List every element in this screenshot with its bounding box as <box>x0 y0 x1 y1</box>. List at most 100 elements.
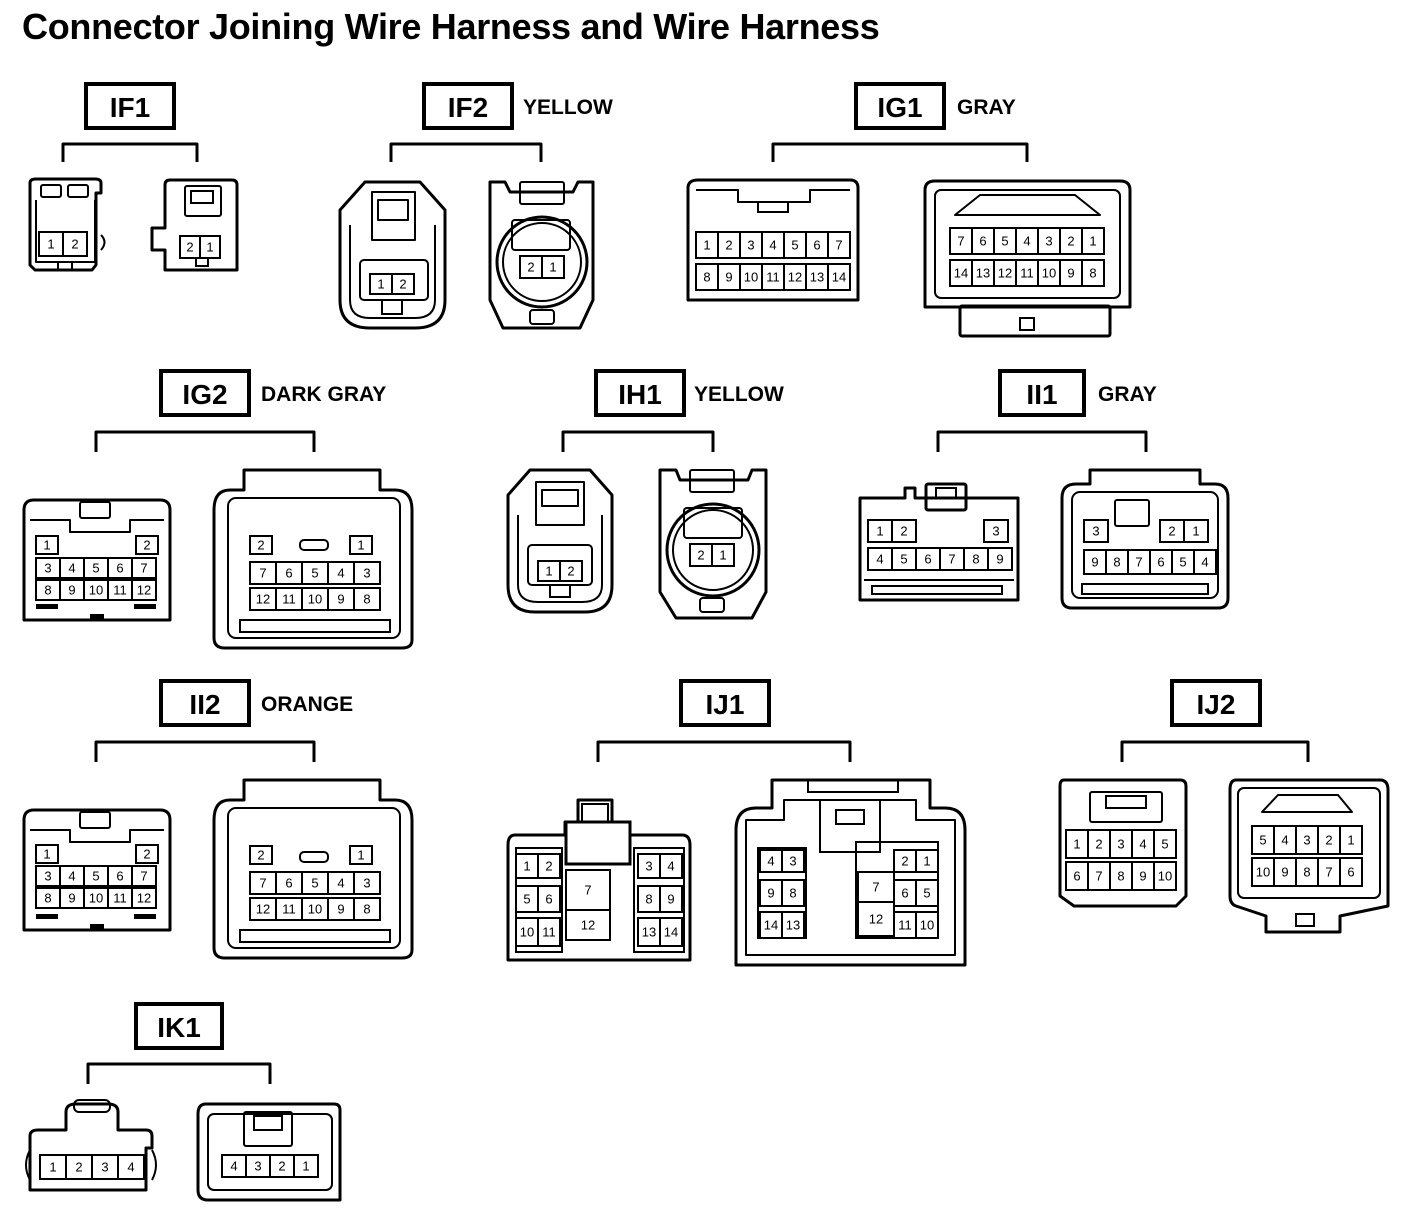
pin-cell: 1 <box>369 273 393 295</box>
connector-header-ij2: IJ2 <box>1120 679 1310 762</box>
pin-cell: 8 <box>695 263 719 291</box>
key <box>57 261 73 271</box>
pin-box <box>1183 519 1209 543</box>
pin-cell: 4 <box>1131 829 1155 859</box>
pin-cell: 14 <box>759 911 783 939</box>
pin-box <box>349 535 373 555</box>
pin-number: 6 <box>979 234 986 249</box>
pin-number: 2 <box>257 538 264 553</box>
pin-cell: 6 <box>107 557 133 579</box>
pin-cell: 13 <box>781 911 805 939</box>
pin-box <box>857 901 895 937</box>
inner-wall <box>1237 787 1381 899</box>
pin-cell: 7 <box>249 871 277 895</box>
latch <box>564 820 632 866</box>
pin-number: 12 <box>256 592 270 607</box>
pin-cell: 10 <box>83 579 109 601</box>
pin-cell: 4 <box>117 1154 145 1180</box>
base-rail <box>871 585 1003 595</box>
pin-number: 2 <box>399 277 406 292</box>
pin-cell: 9 <box>717 263 741 291</box>
top-rail <box>807 779 899 793</box>
pin-cell: 1 <box>349 845 373 865</box>
pin-number: 7 <box>584 883 591 898</box>
pin-cell: 12 <box>249 897 277 921</box>
pin-cell: 1 <box>38 231 64 257</box>
pin-number: 13 <box>810 270 824 285</box>
pin-number: 9 <box>337 902 344 917</box>
pin-cell: 5 <box>1153 829 1177 859</box>
pin-number: 5 <box>1161 837 1168 852</box>
pin-number: 8 <box>1089 266 1096 281</box>
pin-number: 6 <box>1347 865 1354 880</box>
pin-number: 8 <box>972 552 979 567</box>
inner-wall <box>745 799 956 956</box>
pin-number: 1 <box>377 277 384 292</box>
pin-cell: 1 <box>349 535 373 555</box>
connector-label-box <box>1170 679 1262 727</box>
connector-id: IF2 <box>448 92 488 123</box>
pin-number: 8 <box>44 583 51 598</box>
pin-number: 6 <box>116 561 123 576</box>
pin-number: 3 <box>747 238 754 253</box>
pin-number: 4 <box>876 552 883 567</box>
pin-number: 4 <box>230 1159 237 1174</box>
lock-arm <box>184 185 222 217</box>
pin-box <box>987 547 1013 571</box>
pin-cell: 10 <box>739 263 763 291</box>
pin-box <box>131 579 157 601</box>
pin-number: 11 <box>766 270 780 285</box>
pin-number: 7 <box>259 566 266 581</box>
pin-number: 7 <box>872 880 879 895</box>
pin-number: 2 <box>143 538 150 553</box>
pin-number: 12 <box>137 583 151 598</box>
pin-cell: 9 <box>1083 549 1107 575</box>
connector-label-box <box>159 369 251 417</box>
pin-box <box>135 535 159 555</box>
pin-cell: 2 <box>135 844 159 864</box>
pin-number: 1 <box>49 1160 56 1175</box>
pin-cell: 2 <box>891 519 917 543</box>
pin-number: 8 <box>703 270 710 285</box>
pin-number: 8 <box>363 592 370 607</box>
pin-number: 1 <box>523 859 530 874</box>
key-mark <box>90 614 104 620</box>
pin-number: 5 <box>523 892 530 907</box>
pin-number: 2 <box>278 1159 285 1174</box>
latch <box>1261 794 1353 813</box>
lock-window <box>190 190 214 204</box>
pin-cell: 3 <box>353 561 381 585</box>
pin-number: 1 <box>1347 833 1354 848</box>
pin-number: 2 <box>257 848 264 863</box>
pin-number: 13 <box>786 918 800 933</box>
pin-box <box>353 561 381 585</box>
pin-cell: 7 <box>131 557 157 579</box>
harness-bracket <box>61 142 199 162</box>
pin-box <box>537 917 561 947</box>
pin-box <box>1083 519 1109 543</box>
pin-number: 4 <box>1201 555 1208 570</box>
pin-cell: 3 <box>35 557 61 579</box>
pin-cell: 1 <box>35 844 59 864</box>
pin-cell: 9 <box>659 885 683 913</box>
lower-tab <box>958 304 1112 338</box>
pin-box <box>659 853 683 879</box>
pin-box <box>353 587 381 611</box>
key <box>699 597 725 613</box>
pin-number: 2 <box>1325 833 1332 848</box>
pin-number: 3 <box>254 1159 261 1174</box>
pin-number: 3 <box>992 524 999 539</box>
pin-box <box>293 1154 319 1178</box>
latch <box>299 851 329 863</box>
lock-arm <box>1114 499 1150 527</box>
pin-cell: 12 <box>993 259 1017 287</box>
key <box>529 309 555 325</box>
pin-group-right <box>633 847 685 953</box>
pin-number: 7 <box>1325 865 1332 880</box>
connector-label-box <box>134 1002 224 1050</box>
pin-cell: 10 <box>915 911 939 939</box>
pin-cell: 6 <box>971 227 995 255</box>
